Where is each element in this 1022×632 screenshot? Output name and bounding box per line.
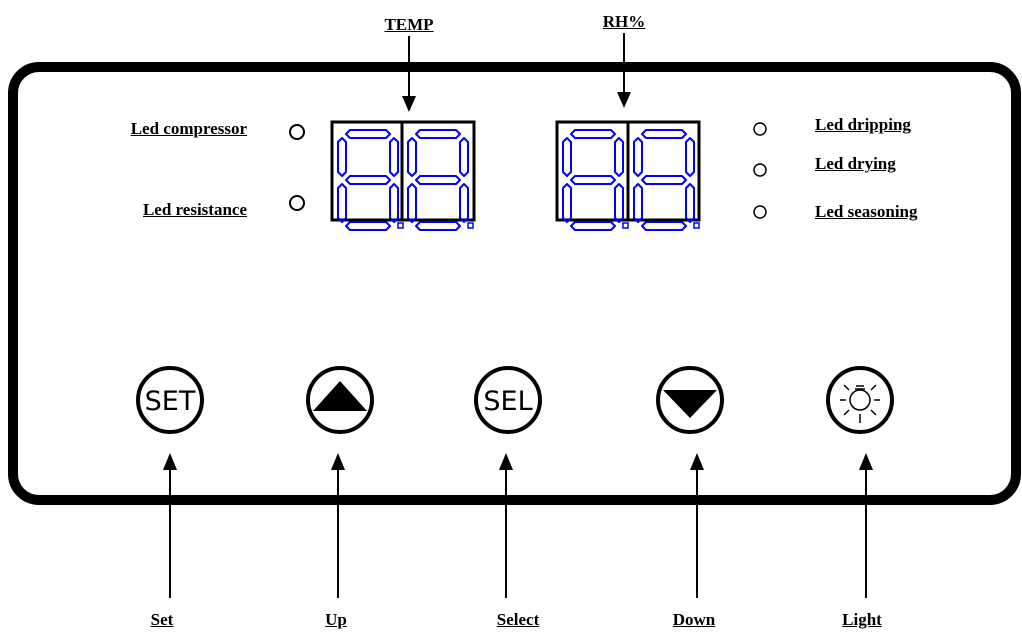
rh-digit-segments bbox=[562, 129, 700, 231]
led-seasoning-label: Led seasoning bbox=[815, 202, 918, 221]
segment-dp bbox=[397, 222, 404, 229]
segment-dp bbox=[693, 222, 700, 229]
segment-a bbox=[641, 129, 687, 139]
segment-f bbox=[562, 137, 572, 177]
set-button-glyph: SET bbox=[145, 386, 196, 417]
select-button-glyph: SEL bbox=[483, 386, 532, 417]
led-dripping-indicator bbox=[753, 122, 767, 136]
panel-frame bbox=[8, 62, 1021, 505]
segment-d bbox=[641, 221, 687, 231]
segment-c bbox=[614, 183, 624, 223]
up-label: Up bbox=[325, 610, 347, 629]
button-arrows bbox=[163, 453, 873, 598]
select-button[interactable]: SEL bbox=[474, 366, 542, 434]
select-label: Select bbox=[496, 610, 540, 629]
segment-e bbox=[337, 183, 347, 223]
led-seasoning-indicator bbox=[753, 205, 767, 219]
set-button[interactable]: SET bbox=[136, 366, 204, 434]
rh-label: RH% bbox=[602, 12, 646, 31]
led-compressor-label: Led compressor bbox=[130, 119, 247, 138]
segment-b bbox=[459, 137, 469, 177]
segment-e bbox=[633, 183, 643, 223]
temp-label: TEMP bbox=[384, 15, 434, 34]
segment-dp bbox=[467, 222, 474, 229]
segment-f bbox=[337, 137, 347, 177]
segment-c bbox=[389, 183, 399, 223]
led-drying-indicator bbox=[753, 163, 767, 177]
temp-display bbox=[330, 120, 476, 222]
segment-a bbox=[570, 129, 616, 139]
segment-g bbox=[415, 175, 461, 185]
segment-g bbox=[570, 175, 616, 185]
segment-c bbox=[459, 183, 469, 223]
segment-f bbox=[407, 137, 417, 177]
led-resistance-label: Led resistance bbox=[142, 200, 247, 219]
segment-g bbox=[641, 175, 687, 185]
led-resistance-indicator bbox=[289, 195, 305, 211]
temp-digit-segments bbox=[337, 129, 474, 231]
segment-a bbox=[415, 129, 461, 139]
segment-e bbox=[407, 183, 417, 223]
set-label: Set bbox=[150, 610, 174, 629]
rh-arrowhead bbox=[617, 92, 631, 108]
led-dripping-label: Led dripping bbox=[815, 115, 911, 134]
segment-b bbox=[614, 137, 624, 177]
segment-d bbox=[345, 221, 391, 231]
segment-e bbox=[562, 183, 572, 223]
segment-d bbox=[570, 221, 616, 231]
led-compressor-indicator bbox=[289, 124, 305, 140]
segment-d bbox=[415, 221, 461, 231]
segment-g bbox=[345, 175, 391, 185]
segment-a bbox=[345, 129, 391, 139]
down-triangle-icon bbox=[663, 390, 717, 418]
bulb-icon bbox=[840, 384, 880, 423]
up-triangle-icon bbox=[313, 381, 367, 411]
segment-b bbox=[685, 137, 695, 177]
segment-f bbox=[633, 137, 643, 177]
segment-b bbox=[389, 137, 399, 177]
segment-c bbox=[685, 183, 695, 223]
segment-dp bbox=[622, 222, 629, 229]
light-button[interactable] bbox=[826, 366, 894, 434]
led-drying-label: Led drying bbox=[815, 154, 896, 173]
down-label: Down bbox=[672, 610, 716, 629]
temp-arrowhead bbox=[402, 96, 416, 112]
light-label: Light bbox=[842, 610, 882, 629]
rh-display bbox=[555, 120, 701, 222]
up-button[interactable] bbox=[306, 366, 374, 434]
down-button[interactable] bbox=[656, 366, 724, 434]
